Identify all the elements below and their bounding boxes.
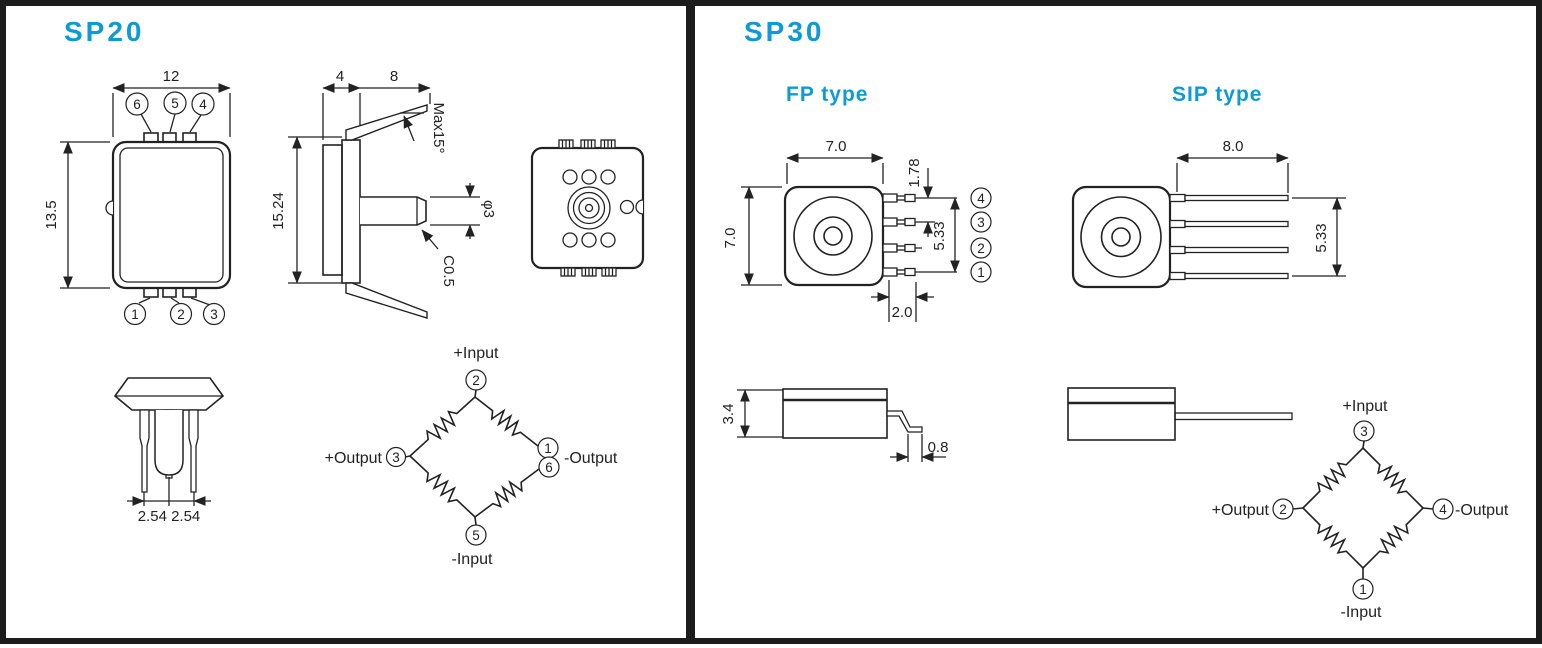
- sp20-bridge-pin2: 2: [472, 373, 480, 388]
- sp30-fp-pin1: 1: [977, 265, 985, 280]
- sp20-side-chamfer-label: C0.5: [440, 255, 457, 287]
- sp30-bridge-pin2: 2: [1279, 502, 1287, 517]
- sp30-fp-span-label: 5.33: [931, 221, 948, 250]
- sp30-bridge-circuit: +Input 3 2 +Output 4 -Output 1 -Input: [1212, 398, 1509, 621]
- sp20-rear-view: [530, 139, 645, 277]
- sp20-pin5: 5: [171, 96, 179, 111]
- sp20-bridge-pin3: 3: [392, 450, 400, 465]
- sp20-bridge-plus-output: +Output: [325, 450, 383, 467]
- sp20-bridge-circuit: +Input 2 3 +Output 1 6 -Output 5 -Input: [325, 345, 618, 568]
- panel-divider: [686, 0, 695, 644]
- sp30-fp-front-view: 7.0 7.0 1.78 5.33: [722, 138, 992, 322]
- sp20-bridge-pin6: 6: [545, 460, 553, 475]
- sp20-bridge-pin1: 1: [544, 441, 552, 456]
- sp30-sip-pinlen-label: 8.0: [1223, 138, 1244, 155]
- sp20-pin2: 2: [177, 307, 185, 322]
- sp20-bottom-view: 2.54 2.54: [113, 377, 225, 525]
- sp20-bridge-minus-output: -Output: [564, 450, 618, 467]
- sp30-fp-side-view: 3.4 0.8: [720, 388, 949, 462]
- sp20-side-dim4: 4: [336, 68, 344, 85]
- sp20-pin4: 4: [199, 97, 207, 112]
- sp30-bridge-pin3: 3: [1360, 424, 1368, 439]
- sp20-pin6: 6: [133, 97, 141, 112]
- sp30-fp-height-label: 7.0: [722, 228, 739, 249]
- sp30-fp-pitch-label: 1.78: [906, 158, 923, 187]
- sp30-fp-bodyh-label: 3.4: [720, 404, 737, 425]
- sp30-bridge-pin4: 4: [1439, 502, 1447, 517]
- sp30-fp-pin4: 4: [977, 191, 985, 206]
- sp30-sip-type-label: SIP type: [1172, 83, 1263, 106]
- sp30-fp-pin3: 3: [977, 215, 985, 230]
- sp30-sip-front-view: 8.0 5.33: [1071, 138, 1346, 289]
- sp30-title: SP30: [744, 16, 825, 47]
- sp20-title: SP20: [64, 16, 145, 47]
- sp30-fp-foot-label: 0.8: [928, 439, 949, 456]
- sp20-front-width-label: 12: [163, 68, 180, 85]
- sp20-side-view: 4 8 15.24 Max15° φ3: [270, 68, 497, 319]
- sp20-bridge-minus-input: -Input: [452, 551, 493, 568]
- sp30-bridge-minus-output: -Output: [1455, 502, 1509, 519]
- sp30-bridge-pin1: 1: [1359, 582, 1367, 597]
- sp30-sip-side-view: [1067, 387, 1293, 441]
- sp20-bottom-pitch-label: 2.54 2.54: [138, 508, 201, 525]
- sp20-front-height-label: 13.5: [43, 200, 60, 229]
- sp20-front-view: 12 13.5 6 5 4: [43, 68, 232, 326]
- sp20-side-dim8: 8: [390, 68, 398, 85]
- sp20-bridge-pin5: 5: [472, 528, 480, 543]
- sp30-fp-width-label: 7.0: [826, 138, 847, 155]
- sp30-bridge-plus-output: +Output: [1212, 502, 1270, 519]
- sp30-bridge-minus-input: -Input: [1341, 604, 1382, 621]
- sp20-side-angle-label: Max15°: [430, 102, 447, 153]
- sp20-bridge-plus-input: +Input: [454, 345, 499, 362]
- sp30-sip-span-label: 5.33: [1313, 223, 1330, 252]
- sp20-pin3: 3: [210, 307, 218, 322]
- sp20-side-port-dia-label: φ3: [480, 200, 497, 218]
- sp30-bridge-plus-input: +Input: [1343, 398, 1388, 415]
- sp20-side-height-label: 15.24: [270, 192, 287, 230]
- sp30-fp-type-label: FP type: [786, 83, 869, 106]
- sp20-pin1: 1: [131, 307, 139, 322]
- sp30-fp-pinlen-label: 2.0: [892, 304, 913, 321]
- sp30-fp-pin2: 2: [977, 241, 985, 256]
